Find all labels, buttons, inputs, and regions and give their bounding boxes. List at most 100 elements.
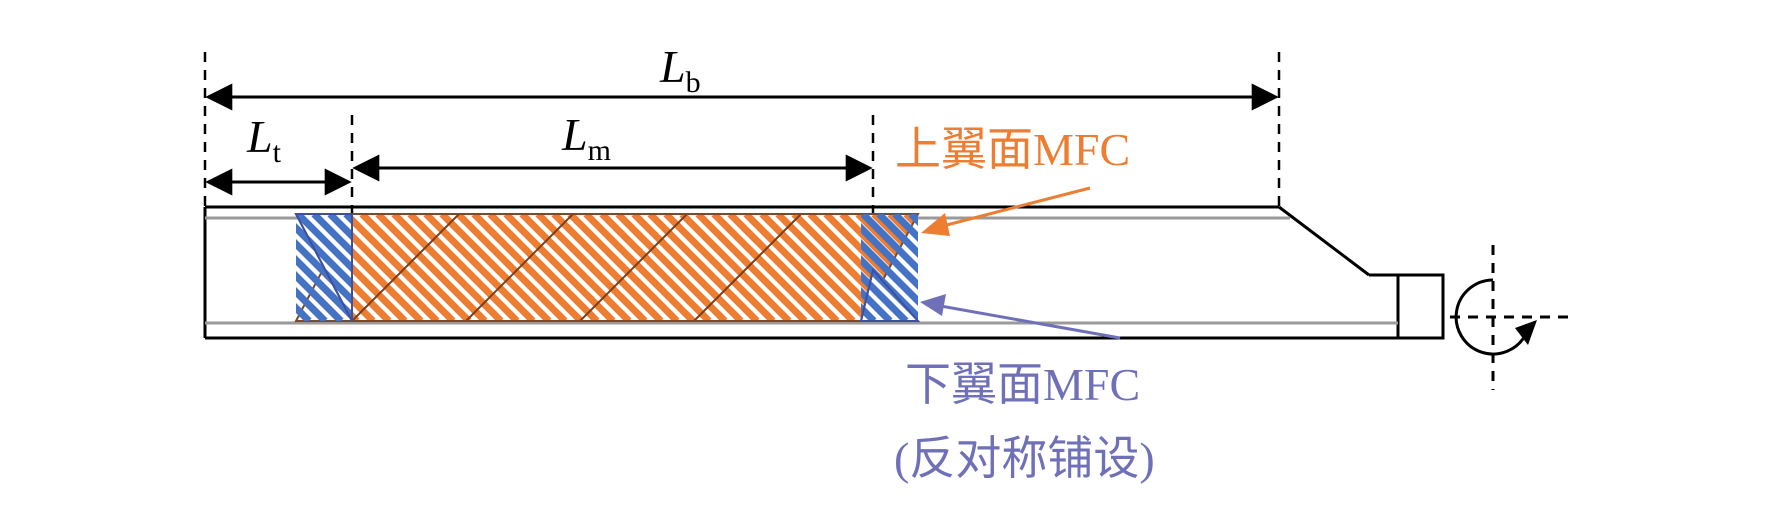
hatch-line — [170, 214, 277, 321]
hatch-line — [407, 214, 520, 321]
hatch-line — [861, 214, 909, 321]
hatch-line — [970, 214, 1077, 321]
hatch-line — [90, 214, 197, 321]
hatch-line — [455, 214, 568, 321]
hatch-line — [327, 214, 352, 321]
hatch-line — [186, 214, 293, 321]
lower-ply-edge-line — [351, 214, 460, 321]
hatch-line — [743, 214, 856, 321]
hatch-line — [1002, 214, 1109, 321]
hatch-line — [503, 214, 616, 321]
dimension-arrows — [205, 83, 1279, 196]
hatch-line — [943, 214, 1050, 321]
rotation-arrow-icon — [1450, 245, 1572, 390]
hatch-line — [1114, 214, 1221, 321]
label-lb: Lb — [659, 41, 701, 99]
hatch-line — [861, 214, 918, 321]
hatch-line — [106, 214, 213, 321]
hatch-line — [727, 214, 840, 321]
hatch-line — [296, 214, 344, 321]
hatch-line — [186, 214, 293, 321]
hatch-line — [1119, 214, 1226, 321]
hatch-line — [695, 214, 808, 321]
hatch-line — [1082, 214, 1189, 321]
hatch-line — [154, 214, 261, 321]
extension-lines — [203, 52, 1281, 214]
hatch-line — [296, 214, 312, 321]
hatch-line — [296, 214, 312, 321]
hatch-line — [170, 214, 277, 321]
hatch-line — [567, 214, 680, 321]
label-lm: Lm — [561, 109, 611, 167]
hatch-line — [359, 214, 472, 321]
hatch-line — [711, 214, 824, 321]
hatch-line — [90, 214, 197, 321]
hatch-line — [679, 214, 792, 321]
hatch-line — [876, 214, 918, 321]
hatch-line — [861, 214, 893, 321]
hatch-line — [954, 214, 1061, 321]
hatch-line — [471, 214, 584, 321]
hatch-line — [1066, 214, 1173, 321]
lower-mfc-label: 下翼面MFC — [905, 359, 1140, 410]
hatch-line — [487, 214, 600, 321]
hatch-line — [122, 214, 229, 321]
hatch-line — [1071, 214, 1178, 321]
hatch-line — [871, 214, 918, 321]
hatch-line — [1098, 214, 1205, 321]
hatch-line — [296, 214, 352, 321]
hatch-line — [1055, 214, 1162, 321]
hatch-line — [375, 214, 488, 321]
hatch-line — [1007, 214, 1114, 321]
hatch-line — [1023, 214, 1130, 321]
hub-block — [1396, 273, 1445, 340]
hatch-line — [154, 214, 261, 321]
hatch-line — [138, 214, 245, 321]
lower-ply-edge-line — [465, 214, 574, 321]
label-lt: Lt — [246, 111, 282, 169]
hatch-line — [583, 214, 696, 321]
hatch-line — [615, 214, 728, 321]
hatch-line — [861, 214, 918, 321]
hatch-line — [959, 214, 1066, 321]
hatch-line — [975, 214, 1082, 321]
lower-ply-edge-line — [579, 214, 688, 321]
hatch-line — [631, 214, 744, 321]
hatch-line — [986, 214, 1093, 321]
hatch-line — [1087, 214, 1194, 321]
hatch-line — [903, 214, 918, 321]
hatch-line — [1050, 214, 1157, 321]
lower-mfc-note: (反对称铺设) — [894, 433, 1155, 484]
lower-mfc-pointer — [920, 294, 1121, 340]
upper-mfc-patch — [90, 213, 1221, 322]
hatch-line — [106, 214, 213, 321]
hatch-line — [599, 214, 712, 321]
hatch-line — [296, 214, 352, 321]
hatch-line — [519, 214, 632, 321]
hatch-line — [1103, 214, 1210, 321]
lower-mfc-patch — [90, 213, 1226, 322]
hatch-line — [663, 214, 776, 321]
hatch-line — [138, 214, 245, 321]
hatch-line — [861, 214, 918, 321]
hatch-line — [1018, 214, 1125, 321]
hatch-line — [938, 214, 1045, 321]
hatch-line — [892, 214, 918, 321]
blade-outline — [203, 205, 1445, 340]
hatch-line — [991, 214, 1098, 321]
upper-mfc-label: 上翼面MFC — [895, 124, 1130, 175]
hatch-line — [122, 214, 229, 321]
hatch-line — [296, 214, 352, 321]
lower-ply-edge-line — [693, 214, 802, 321]
upper-mfc-pointer — [921, 186, 1091, 236]
hatch-line — [296, 214, 328, 321]
hatch-line — [551, 214, 664, 321]
hatch-line — [343, 214, 456, 321]
hatch-line — [439, 214, 552, 321]
hatch-line — [1034, 214, 1141, 321]
hatch-line — [1039, 214, 1146, 321]
hatch-line — [759, 214, 872, 321]
hatch-line — [423, 214, 536, 321]
hatch-line — [311, 214, 352, 321]
